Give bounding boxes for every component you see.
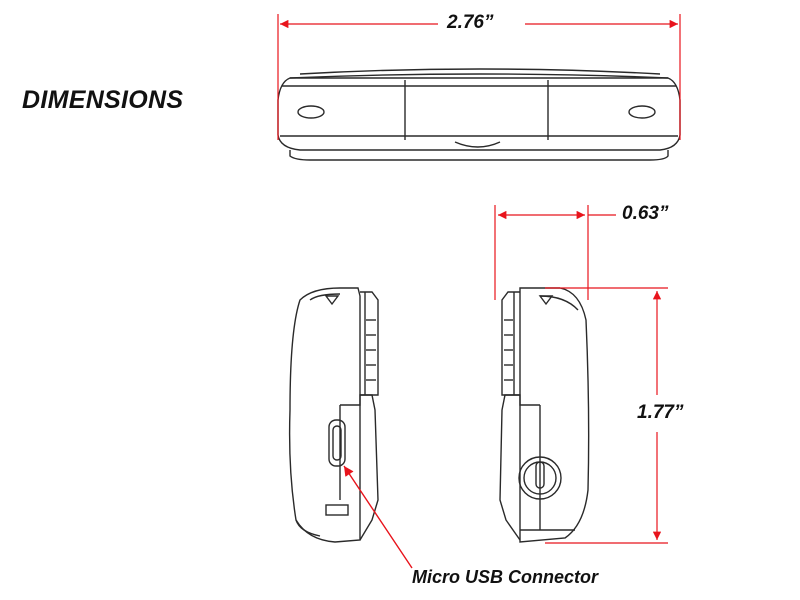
right-side-view xyxy=(499,287,590,543)
usb-callout-arrow xyxy=(343,465,413,569)
left-side-view xyxy=(288,287,379,543)
height-dimension-label: 1.77” xyxy=(637,402,684,423)
top-view xyxy=(277,68,681,161)
usb-connector-label: Micro USB Connector xyxy=(412,567,599,587)
width-dimension xyxy=(277,14,681,140)
depth-dimension xyxy=(494,205,616,300)
page-title: DIMENSIONS xyxy=(22,86,184,114)
width-dimension-label: 2.76” xyxy=(447,12,494,33)
height-dimension xyxy=(545,287,668,544)
depth-dimension-label: 0.63” xyxy=(622,203,669,224)
